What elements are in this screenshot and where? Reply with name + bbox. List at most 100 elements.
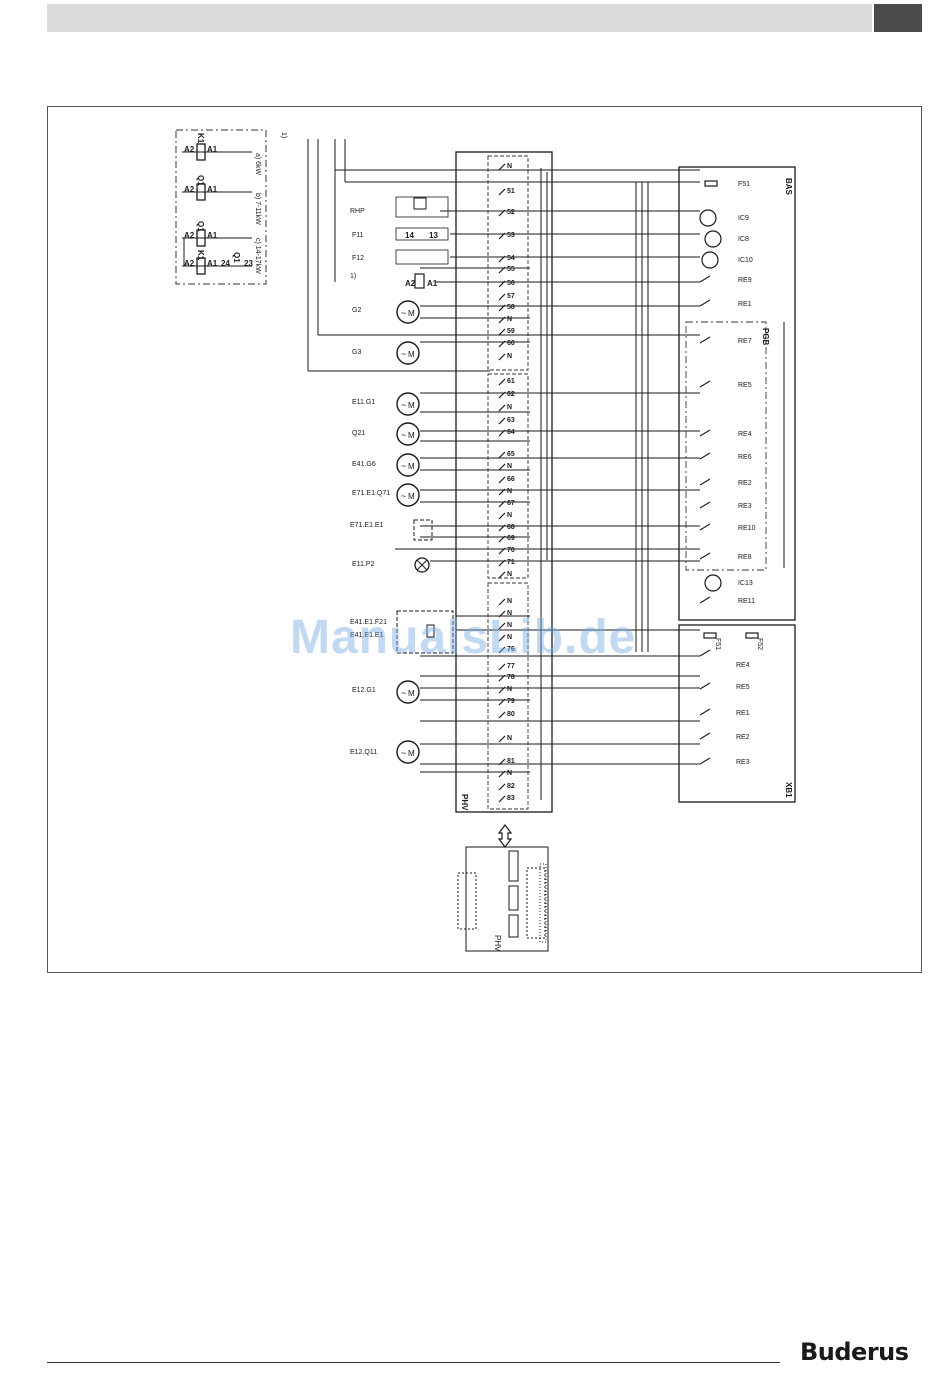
motor-symbol	[396, 341, 420, 365]
relay-contact	[699, 682, 711, 690]
bas-output-label: IC10	[738, 257, 753, 264]
motor-symbol	[396, 392, 420, 416]
device-label: E12.G1	[352, 687, 376, 694]
q1-label: Q1	[196, 221, 205, 232]
terminal-label: N	[507, 735, 512, 742]
lamp-icon	[414, 557, 430, 573]
contactor-option-box	[175, 129, 267, 285]
a1-label: A1	[207, 231, 218, 240]
terminal-label: 83	[507, 795, 515, 802]
terminal-screw	[498, 316, 506, 324]
bas-output-label: RE4	[738, 431, 752, 438]
terminal-label: 71	[507, 559, 515, 566]
device-label: F12	[352, 255, 364, 262]
terminal-label: N	[507, 622, 512, 629]
terminal-label: N	[507, 512, 512, 519]
double-arrow-icon	[497, 824, 513, 848]
relay-contact	[699, 336, 711, 344]
terminal-screw	[498, 524, 506, 532]
bas-label: BAS	[784, 178, 793, 196]
phv-board-illustration	[457, 846, 549, 952]
terminal-label: 53	[507, 232, 515, 239]
bas-output-label: RE6	[738, 454, 752, 461]
terminal-label: N	[507, 598, 512, 605]
device-label: E41.E1.E1	[350, 632, 384, 639]
terminal-label: N	[507, 571, 512, 578]
motor-symbol	[396, 300, 420, 324]
a2-label: A2	[184, 185, 195, 194]
terminal-23-label: 23	[244, 259, 253, 268]
k1-label: K1	[196, 250, 205, 261]
terminal-screw	[498, 232, 506, 240]
relay-contact	[699, 757, 711, 765]
relay-contact	[699, 596, 711, 604]
bas-output-label: RE9	[738, 277, 752, 284]
terminal-screw	[498, 674, 506, 682]
terminal-label: 69	[507, 535, 515, 542]
terminal-screw	[498, 353, 506, 361]
relay-contact	[699, 478, 711, 486]
terminal-screw	[498, 634, 506, 642]
device-label: E71.E1.E1	[350, 522, 384, 529]
terminal-label: 64	[507, 429, 515, 436]
relay-contact	[699, 552, 711, 560]
footnote-label: 1)	[280, 132, 287, 138]
xb1-output-label: RE3	[736, 759, 750, 766]
terminal-screw	[498, 698, 506, 706]
terminal-screw	[498, 663, 506, 671]
terminal-label: 55	[507, 266, 515, 273]
bas-output-label: RE1	[738, 301, 752, 308]
relay-contact	[699, 452, 711, 460]
a1-label: A1	[207, 259, 218, 268]
terminal-label: N	[507, 488, 512, 495]
terminal-screw	[498, 404, 506, 412]
relay-contact	[699, 732, 711, 740]
header-page-tab	[874, 4, 922, 32]
watermark: ManualsLib.de	[290, 611, 637, 664]
ic9-transistor-icon	[699, 209, 717, 227]
terminal-strip: N5152535455565758N5960N6162N636465N66N67…	[498, 163, 515, 803]
terminal-label: 81	[507, 758, 515, 765]
terminal-screw	[498, 328, 506, 336]
a1-label: A1	[427, 279, 438, 288]
motor-symbol	[396, 740, 420, 764]
xb1-output-label: RE1	[736, 710, 750, 717]
terminal-screw	[498, 163, 506, 171]
relay-contact	[699, 429, 711, 437]
terminal-screw	[498, 559, 506, 567]
device-label: RHP	[350, 208, 365, 215]
a2-label: A2	[184, 231, 195, 240]
terminal-screw	[498, 417, 506, 425]
terminal-label: N	[507, 404, 512, 411]
terminal-label: 63	[507, 417, 515, 424]
k1-label: K1	[196, 133, 205, 144]
terminal-label: 54	[507, 255, 515, 262]
e41-e1-box	[396, 610, 454, 654]
terminal-24-label: 24	[221, 259, 230, 268]
bas-output-label: IC9	[738, 215, 749, 222]
terminal-screw	[498, 488, 506, 496]
terminal-screw	[498, 646, 506, 654]
terminal-label: N	[507, 686, 512, 693]
terminal-label: 59	[507, 328, 515, 335]
terminal-screw	[498, 463, 506, 471]
device-label: G3	[352, 349, 361, 356]
terminal-label: 70	[507, 547, 515, 554]
motor-symbol	[396, 453, 420, 477]
header-bar	[47, 4, 872, 32]
terminal-screw	[498, 770, 506, 778]
q1-label: Q1	[196, 175, 205, 186]
contactor-group	[182, 143, 252, 275]
terminal-screw	[498, 304, 506, 312]
bas-output-label: RE7	[738, 338, 752, 345]
terminal-label: N	[507, 610, 512, 617]
terminal-screw	[498, 255, 506, 263]
terminal-label: 67	[507, 500, 515, 507]
bas-output-label: RE10	[738, 525, 756, 532]
terminal-label: 76	[507, 646, 515, 653]
relay-contact	[699, 501, 711, 509]
xb1-output-label: RE5	[736, 684, 750, 691]
terminal-label: 82	[507, 783, 515, 790]
relay-contact	[699, 380, 711, 388]
device-label: G2	[352, 307, 361, 314]
